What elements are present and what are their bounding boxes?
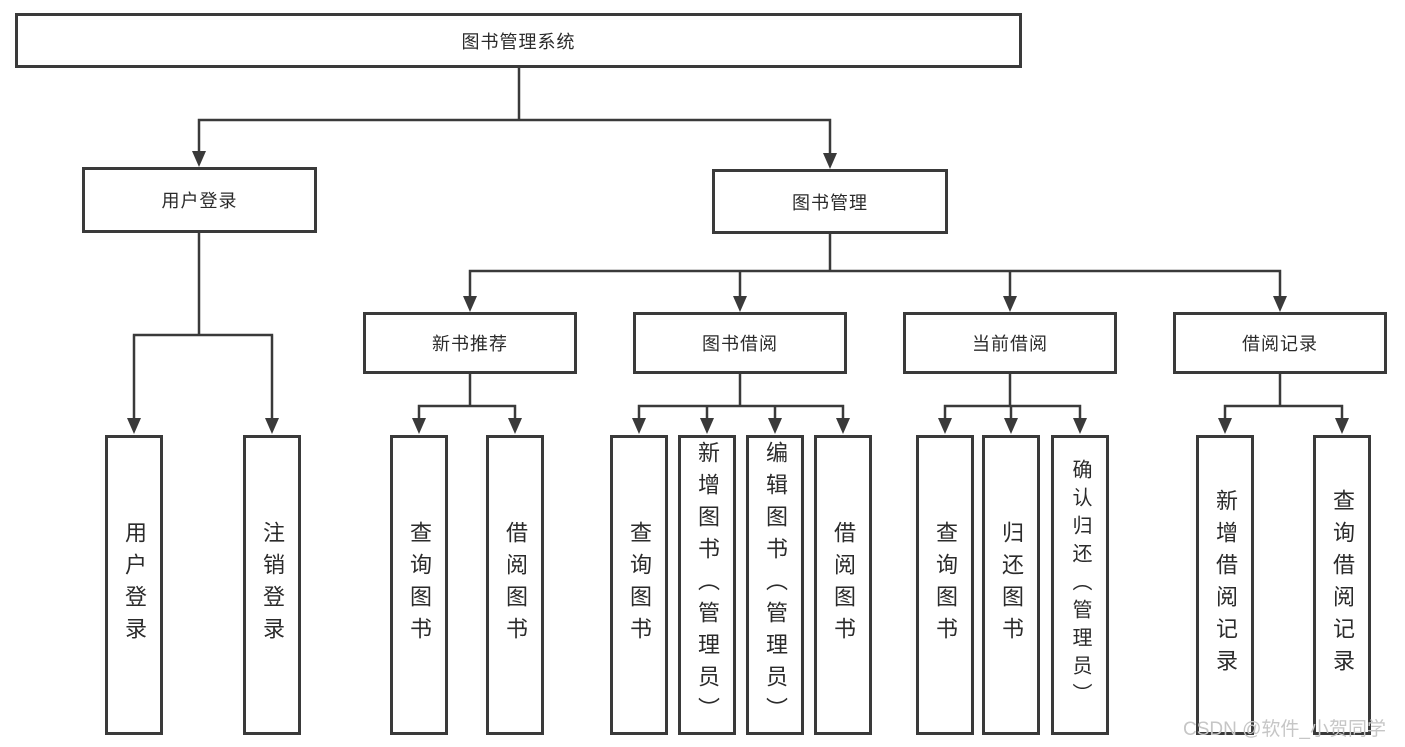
leaf-return-book-label: 归还图书: [999, 521, 1024, 649]
leaf-borrow-books-rec-label: 借阅图书: [503, 521, 528, 649]
leaf-borrow-books-borrow-label: 借阅图书: [831, 521, 856, 649]
leaf-user-login-label: 用户登录: [122, 521, 147, 649]
node-new-book-rec: 新书推荐: [363, 312, 577, 374]
node-root: 图书管理系统: [15, 13, 1022, 68]
leaf-return-book: 归还图书: [982, 435, 1040, 735]
leaf-edit-book-admin-label: 编辑图书（管理员）: [763, 441, 788, 729]
edge-current-borrow-to-leaves: [943, 374, 1082, 419]
leaf-query-borrow-record: 查询借阅记录: [1313, 435, 1371, 735]
leaf-borrow-books-rec: 借阅图书: [486, 435, 544, 735]
edge-book-borrow-to-leaves: [637, 374, 845, 419]
node-borrow-records: 借阅记录: [1173, 312, 1387, 374]
leaf-query-borrow-record-label: 查询借阅记录: [1330, 489, 1355, 681]
leaf-logout-label: 注销登录: [260, 521, 285, 649]
edge-new-book-rec-to-leaves: [417, 374, 517, 419]
leaf-user-login: 用户登录: [105, 435, 163, 735]
leaf-query-books-rec-label: 查询图书: [407, 521, 432, 649]
leaf-query-books-borrow: 查询图书: [610, 435, 668, 735]
leaf-query-books-borrow-label: 查询图书: [627, 521, 652, 649]
node-user-login: 用户登录: [82, 167, 317, 233]
leaf-edit-book-admin: 编辑图书（管理员）: [746, 435, 804, 735]
leaf-confirm-return-admin-label: 确认归还（管理员）: [1069, 459, 1091, 711]
arrowheads-book-borrow-leaves: [632, 418, 850, 434]
edge-book-mgmt-to-level3: [468, 234, 1282, 297]
arrowheads-current-borrow-leaves: [938, 418, 1087, 434]
leaf-query-books-current-label: 查询图书: [933, 521, 958, 649]
node-current-borrow: 当前借阅: [903, 312, 1117, 374]
leaf-add-book-admin: 新增图书（管理员）: [678, 435, 736, 735]
leaf-query-books-rec: 查询图书: [390, 435, 448, 735]
leaf-add-book-admin-label: 新增图书（管理员）: [695, 441, 720, 729]
leaf-query-books-current: 查询图书: [916, 435, 974, 735]
leaf-borrow-books-borrow: 借阅图书: [814, 435, 872, 735]
arrowheads-user-login-leaves: [127, 418, 279, 434]
edge-user-login-to-leaves: [132, 233, 274, 419]
node-book-mgmt: 图书管理: [712, 169, 948, 234]
arrowheads-new-book-rec-leaves: [412, 418, 522, 434]
csdn-watermark: CSDN @软件_小贺同学: [1183, 719, 1386, 740]
node-book-borrow: 图书借阅: [633, 312, 847, 374]
leaf-add-borrow-record-label: 新增借阅记录: [1213, 489, 1238, 681]
edge-root-to-level2: [197, 67, 832, 154]
arrowheads-borrow-records-leaves: [1218, 418, 1349, 434]
leaf-confirm-return-admin: 确认归还（管理员）: [1051, 435, 1109, 735]
leaf-logout: 注销登录: [243, 435, 301, 735]
leaf-add-borrow-record: 新增借阅记录: [1196, 435, 1254, 735]
arrowheads-level3: [463, 296, 1287, 312]
edge-borrow-records-to-leaves: [1223, 374, 1344, 419]
